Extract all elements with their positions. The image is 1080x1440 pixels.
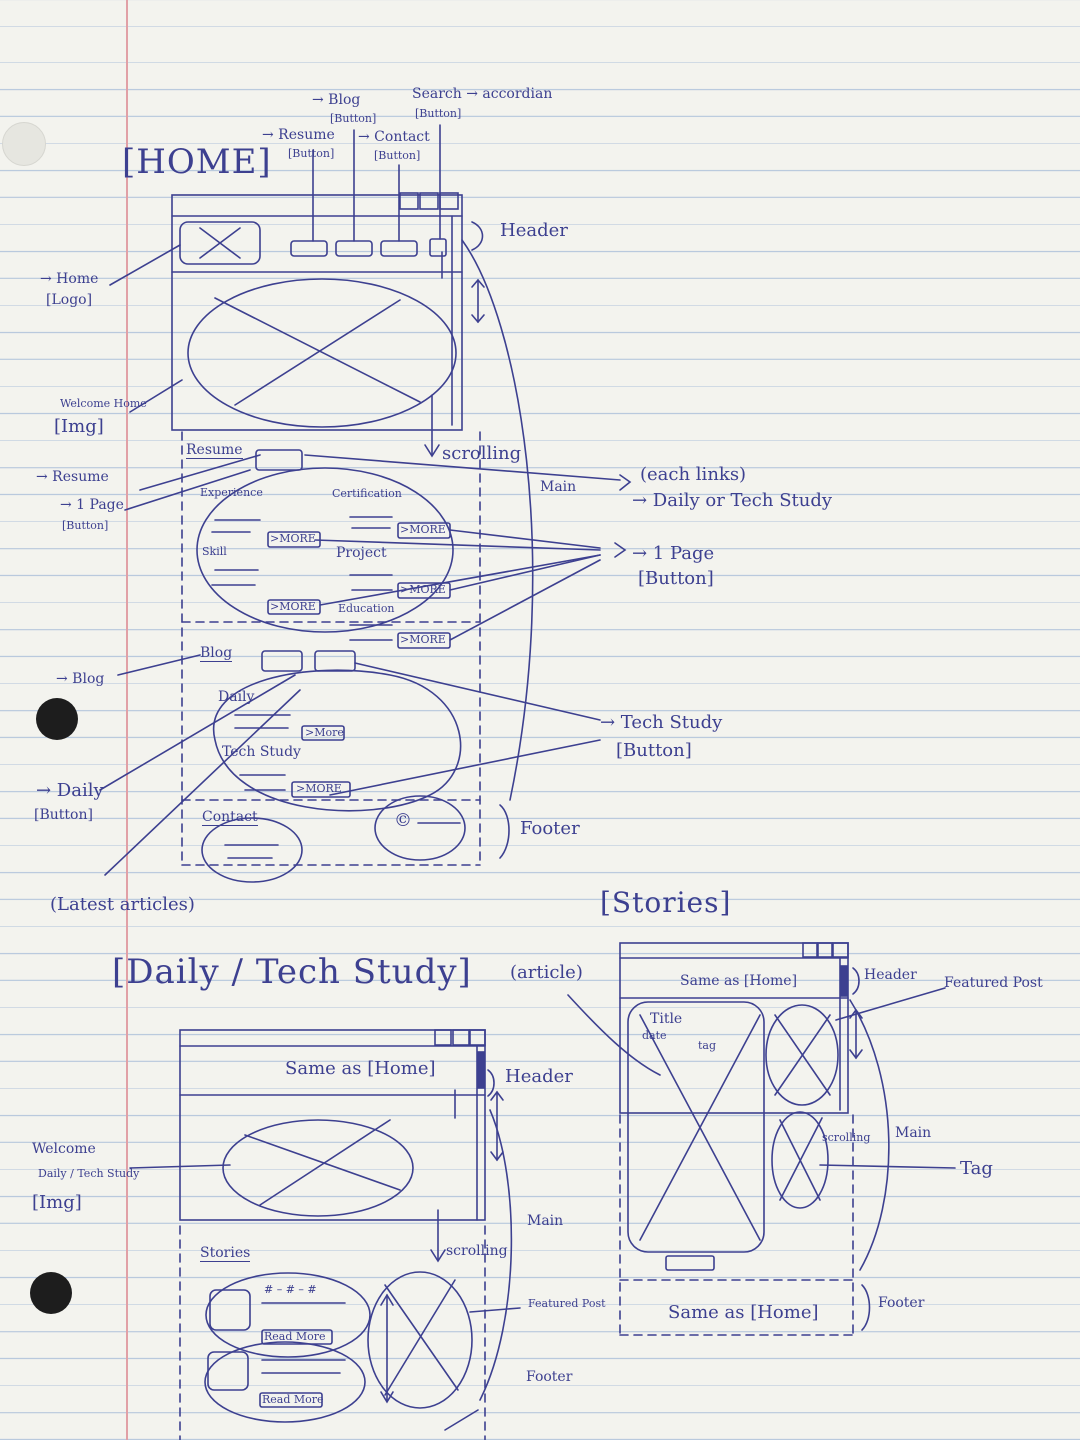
margin-line	[126, 0, 128, 1440]
daily-header-label: Header	[505, 1066, 573, 1087]
logo-annotation: → Home	[40, 271, 99, 287]
tech-study-note: → Tech Study	[600, 712, 723, 733]
contact-annotation: → Contact	[358, 129, 430, 145]
stories-subtitle: Stories	[200, 1245, 251, 1262]
article-title: Title	[650, 1011, 683, 1027]
read-more-button-1[interactable]: Read More	[264, 1330, 326, 1343]
experience-more-button[interactable]: >MORE	[270, 532, 316, 545]
daily-featured-post-label: Featured Post	[528, 1297, 606, 1310]
tech-study-more-button[interactable]: >MORE	[296, 782, 342, 795]
stories-header-label: Header	[864, 967, 917, 983]
daily-footer-label: Footer	[526, 1369, 573, 1385]
resume-section-title: Resume	[186, 442, 243, 459]
each-links-annotation: (each links)	[640, 464, 747, 485]
punch-hole-bottom	[30, 1272, 72, 1314]
daily-type: [Button]	[34, 807, 93, 823]
one-page-type: [Button]	[638, 568, 714, 589]
tech-study-label: Tech Study	[222, 744, 301, 760]
daily-section-title: [Daily / Tech Study]	[112, 952, 472, 992]
resume-note-page: → 1 Page	[60, 497, 124, 513]
education-label: Education	[338, 602, 395, 615]
certification-label: Certification	[332, 487, 402, 500]
daily-more-button[interactable]: >More	[305, 726, 344, 739]
contact-section-title: Contact	[202, 809, 258, 826]
blog-section-title: Blog	[200, 645, 233, 662]
project-label: Project	[336, 545, 387, 561]
resume-note-type: [Button]	[62, 519, 109, 532]
punch-hole-middle	[36, 698, 78, 740]
project-more-button[interactable]: >MORE	[400, 583, 446, 596]
blog-note: → Blog	[56, 671, 105, 687]
article-tag: tag	[698, 1039, 717, 1052]
read-more-button-2[interactable]: Read More	[262, 1393, 324, 1406]
stories-main-label: Main	[895, 1125, 932, 1141]
experience-label: Experience	[200, 486, 263, 499]
story-tags-1: # – # – #	[264, 1283, 317, 1296]
each-links-target: → Daily or Tech Study	[632, 490, 833, 511]
skill-more-button[interactable]: >MORE	[270, 600, 316, 613]
tech-study-type: [Button]	[616, 740, 692, 761]
blog-annotation: → Blog	[312, 92, 361, 108]
home-section-title: [HOME]	[122, 142, 272, 182]
home-scrolling-label: scrolling	[442, 443, 522, 464]
daily-scrolling-label: scrolling	[446, 1243, 508, 1259]
daily-label: Daily	[218, 689, 255, 705]
resume-type: [Button]	[288, 147, 335, 160]
skill-label: Skill	[202, 545, 227, 558]
stories-section-title: [Stories]	[600, 886, 732, 919]
certification-more-button[interactable]: >MORE	[400, 523, 446, 536]
logo-type: [Logo]	[46, 292, 93, 308]
search-annotation: Search → accordian	[412, 86, 553, 102]
welcome-type: [Img]	[54, 416, 104, 437]
stories-scrolling-label: scrolling	[822, 1131, 871, 1144]
daily-welcome-type: [Img]	[32, 1192, 82, 1213]
daily-welcome-note: Welcome	[32, 1141, 96, 1157]
daily-same-as-home: Same as [Home]	[285, 1058, 436, 1079]
daily-wireframe	[129, 1029, 521, 1440]
daily-main-label: Main	[527, 1213, 564, 1229]
home-wireframe	[99, 124, 632, 883]
home-main-label: Main	[540, 479, 577, 495]
stories-same-as-header: Same as [Home]	[680, 973, 798, 989]
stories-wireframe	[567, 942, 956, 1336]
resume-annotation: → Resume	[262, 127, 335, 143]
copyright-symbol: ©	[394, 810, 412, 831]
article-note: (article)	[510, 962, 583, 983]
stories-footer-label: Footer	[878, 1295, 925, 1311]
welcome-annotation: Welcome Home	[60, 397, 147, 410]
search-type: [Button]	[415, 107, 462, 120]
education-more-button[interactable]: >MORE	[400, 633, 446, 646]
stories-same-as-footer: Same as [Home]	[668, 1302, 819, 1323]
punch-hole-top	[2, 122, 46, 166]
daily-welcome-note-2: Daily / Tech Study	[38, 1167, 140, 1180]
blog-type: [Button]	[330, 112, 377, 125]
resume-note: → Resume	[36, 469, 109, 485]
home-header-label: Header	[500, 220, 568, 241]
one-page-annotation: → 1 Page	[632, 543, 715, 564]
home-footer-label: Footer	[520, 818, 580, 839]
contact-type: [Button]	[374, 149, 421, 162]
stories-featured-post-label: Featured Post	[944, 975, 1043, 991]
article-date: date	[642, 1029, 667, 1042]
latest-articles-note: (Latest articles)	[50, 894, 195, 915]
stories-tag-label: Tag	[960, 1158, 993, 1179]
daily-note: → Daily	[36, 780, 104, 801]
